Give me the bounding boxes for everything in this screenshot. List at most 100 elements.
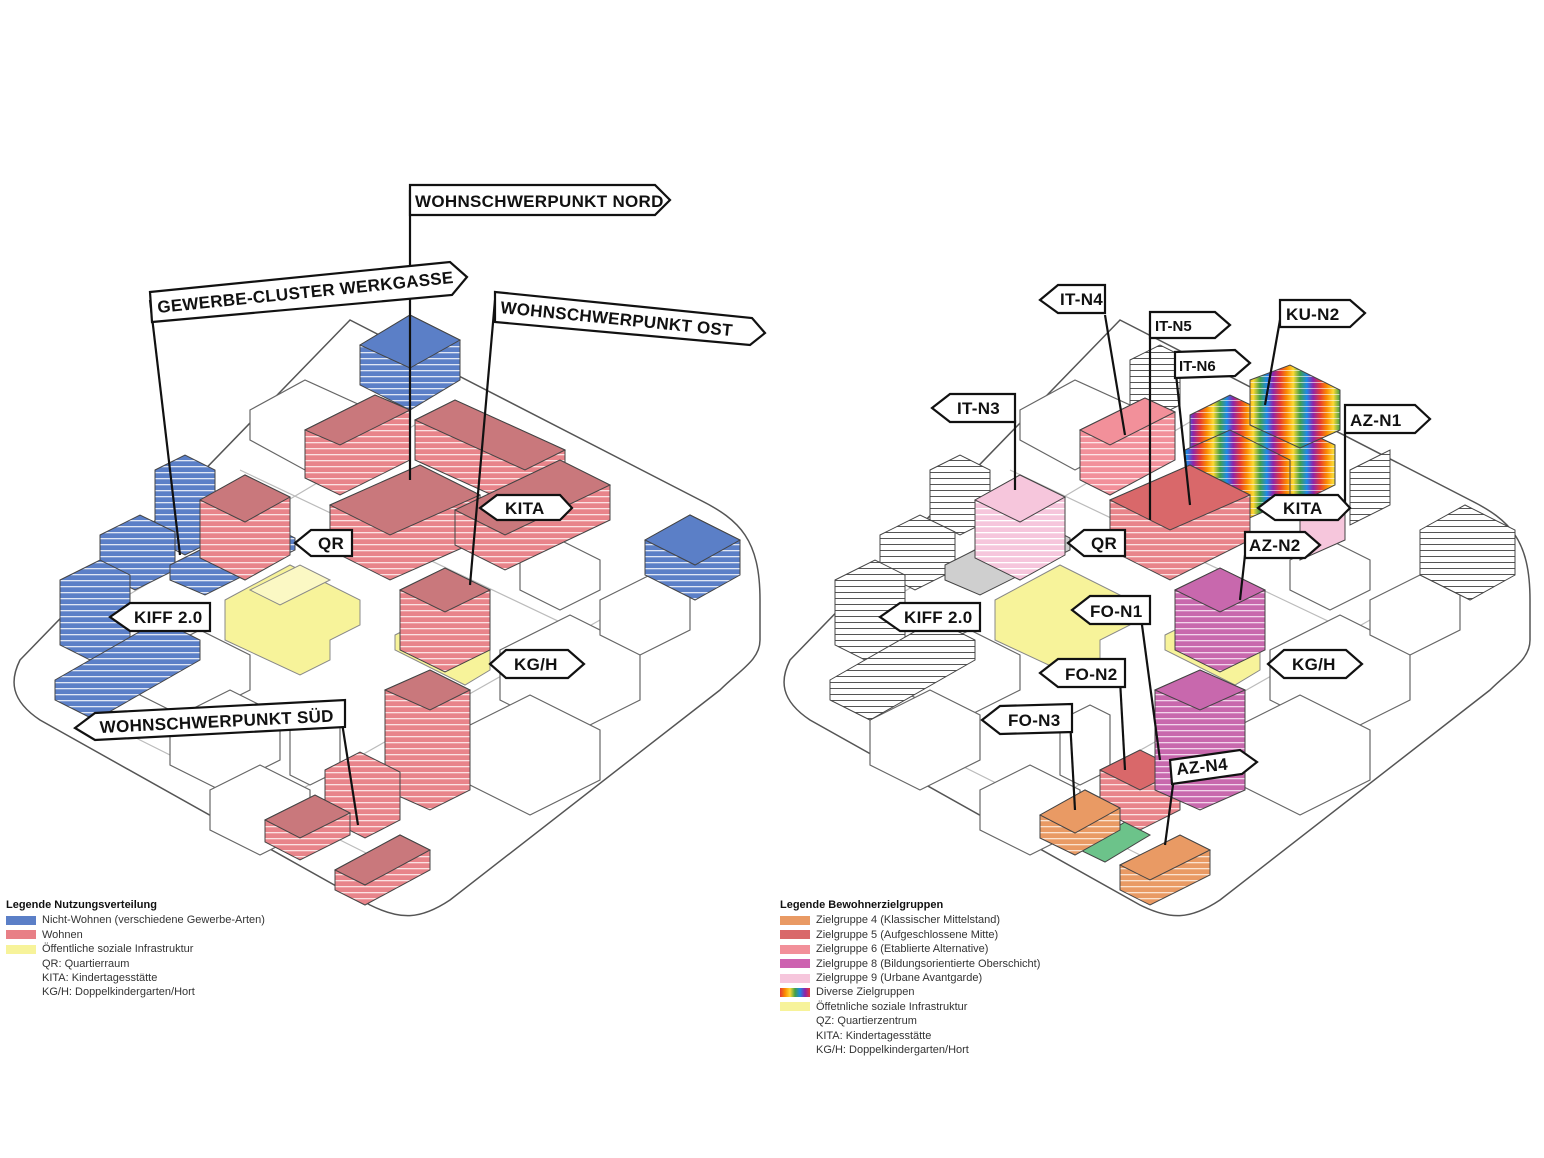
label-wohnschwerpunkt-ost [493,290,767,347]
label-qr-left [293,528,354,558]
legend-swatch [6,930,36,940]
leader-lines-right [1013,314,1347,846]
legend-swatch [780,916,810,926]
label-wohnschwerpunkt-nord [408,183,672,217]
legend-swatch [780,930,810,940]
right-legend-item: Zielgruppe 8 (Bildungsorientierte Obersc… [780,957,1040,971]
label-itn3 [930,392,1017,424]
label-text-qr-right: QR [1091,534,1117,553]
legend-label: KG/H: Doppelkindergarten/Hort [42,986,195,999]
right-legend-item: Zielgruppe 4 (Klassischer Mittelstand) [780,913,1040,927]
label-wohnschwerpunkt-sued [73,698,347,742]
legend-label: Zielgruppe 6 (Etablierte Alternative) [816,943,989,956]
right-axonometric-diagram: IT-N4 IT-N5 IT-N6 KU-N2 IT-N3 AZ-N1 KITA… [783,283,1531,917]
left-legend-item: QR: Quartierraum [6,957,265,971]
label-text-kun2: KU-N2 [1286,305,1339,324]
legend-swatch [780,988,810,998]
label-azn4 [1168,748,1259,786]
label-text-kita-right: KITA [1283,499,1323,518]
legend-label: Zielgruppe 8 (Bildungsorientierte Obersc… [816,957,1041,970]
label-azn1 [1343,403,1432,435]
label-text-azn2: AZ-N2 [1249,536,1301,555]
legend-swatch [6,974,36,983]
left-legend-item: KITA: Kindertagesstätte [6,971,265,985]
legend-bewohnerzielgruppen: Legende Bewohnerzielgruppen Zielgruppe 4… [780,898,1040,1057]
right-legend-item: Zielgruppe 9 (Urbane Avantgarde) [780,971,1040,985]
label-kgh-left [488,648,586,680]
left-legend-item: Öffentliche soziale Infrastruktur [6,942,265,956]
label-text-nord: WOHNSCHWERPUNKT NORD [415,192,664,211]
legend-label: Diverse Zielgruppen [816,986,915,999]
label-itn6 [1173,348,1252,380]
legend-label: QR: Quartierraum [42,957,130,970]
right-legend-item: Zielgruppe 5 (Aufgeschlossene Mitte) [780,928,1040,942]
left-axonometric-diagram: WOHNSCHWERPUNKT NORD GEWERBE-CLUSTER WER… [13,183,767,917]
legend-title-right: Legende Bewohnerzielgruppen [780,899,944,911]
legend-label: KITA: Kindertagesstätte [42,971,158,984]
legend-label: Öffetnliche soziale Infrastruktur [816,1000,968,1013]
street-line-right [829,409,1411,861]
label-text-kiff-right: KIFF 2.0 [904,608,973,627]
leader-lines [148,190,497,826]
legend-label: KITA: Kindertagesstätte [816,1029,932,1042]
legend-label: Zielgruppe 4 (Klassischer Mittelstand) [816,914,1001,927]
label-text-itn4: IT-N4 [1060,290,1103,309]
right-labels [878,283,1432,786]
right-legend-item: Diverse Zielgruppen [780,985,1040,999]
legend-swatch [6,959,36,968]
legend-swatch [780,1017,810,1026]
legend-swatch [780,1046,810,1055]
legend-label: Zielgruppe 5 (Aufgeschlossene Mitte) [816,928,999,941]
label-fon3 [980,702,1074,736]
right-legend-item: Zielgruppe 6 (Etablierte Alternative) [780,942,1040,956]
legend-nutzungsverteilung: Legende Nutzungsverteilung Nicht-Wohnen … [6,898,265,1000]
label-fon1 [1070,594,1152,626]
label-text-fon2: FO-N2 [1065,665,1118,684]
label-text-qr: QR [318,534,344,553]
label-text-itn5: IT-N5 [1155,318,1192,335]
label-kita-right [1256,493,1352,522]
legend-swatch [6,988,36,997]
legend-label: KG/H: Doppelkindergarten/Hort [816,1043,969,1056]
label-kun2 [1278,298,1367,329]
legend-label: QZ: Quartierzentrum [816,1015,917,1028]
legend-label: Zielgruppe 9 (Urbane Avantgarde) [816,971,983,984]
left-legend-item: Nicht-Wohnen (verschiedene Gewerbe-Arten… [6,913,265,927]
label-text-kgh: KG/H [514,655,558,674]
label-fon2 [1038,657,1127,689]
label-text-kgh-right: KG/H [1292,655,1336,674]
right-legend-item: KG/H: Doppelkindergarten/Hort [780,1043,1040,1057]
label-text-azn1: AZ-N1 [1350,411,1402,430]
right-legend-item: KITA: Kindertagesstätte [780,1029,1040,1043]
label-text-itn3: IT-N3 [957,399,1000,418]
label-kiff-left [108,601,212,633]
label-itn5 [1148,310,1232,340]
label-text-itn6: IT-N6 [1179,358,1216,375]
diverse-groups-buildings [1184,364,1341,521]
legend-label: Wohnen [42,928,83,941]
label-kgh-right [1266,648,1364,680]
legend-swatch [780,959,810,969]
label-qr-right [1066,528,1127,558]
target-group-6-buildings [1078,397,1177,496]
label-itn4 [1038,283,1107,315]
legend-swatch [6,944,36,954]
left-legend-item: Wohnen [6,928,265,942]
label-text-fon1: FO-N1 [1090,602,1143,621]
legend-label: Öffentliche soziale Infrastruktur [42,943,194,956]
legend-swatch [780,1031,810,1040]
legend-swatch [780,944,810,954]
left-labels [73,183,767,742]
legend-label: Nicht-Wohnen (verschiedene Gewerbe-Arten… [42,914,265,927]
right-legend-item: QZ: Quartierzentrum [780,1014,1040,1028]
right-legend-item: Öffetnliche soziale Infrastruktur [780,1000,1040,1014]
left-legend-item: KG/H: Doppelkindergarten/Hort [6,985,265,999]
legend-title-left: Legende Nutzungsverteilung [6,899,157,911]
legend-swatch [780,973,810,983]
legend-swatch [780,1002,810,1012]
target-group-4-buildings [1038,789,1212,906]
residential-red [198,394,612,906]
label-text-fon3: FO-N3 [1008,711,1061,730]
label-kita-left [478,493,574,522]
